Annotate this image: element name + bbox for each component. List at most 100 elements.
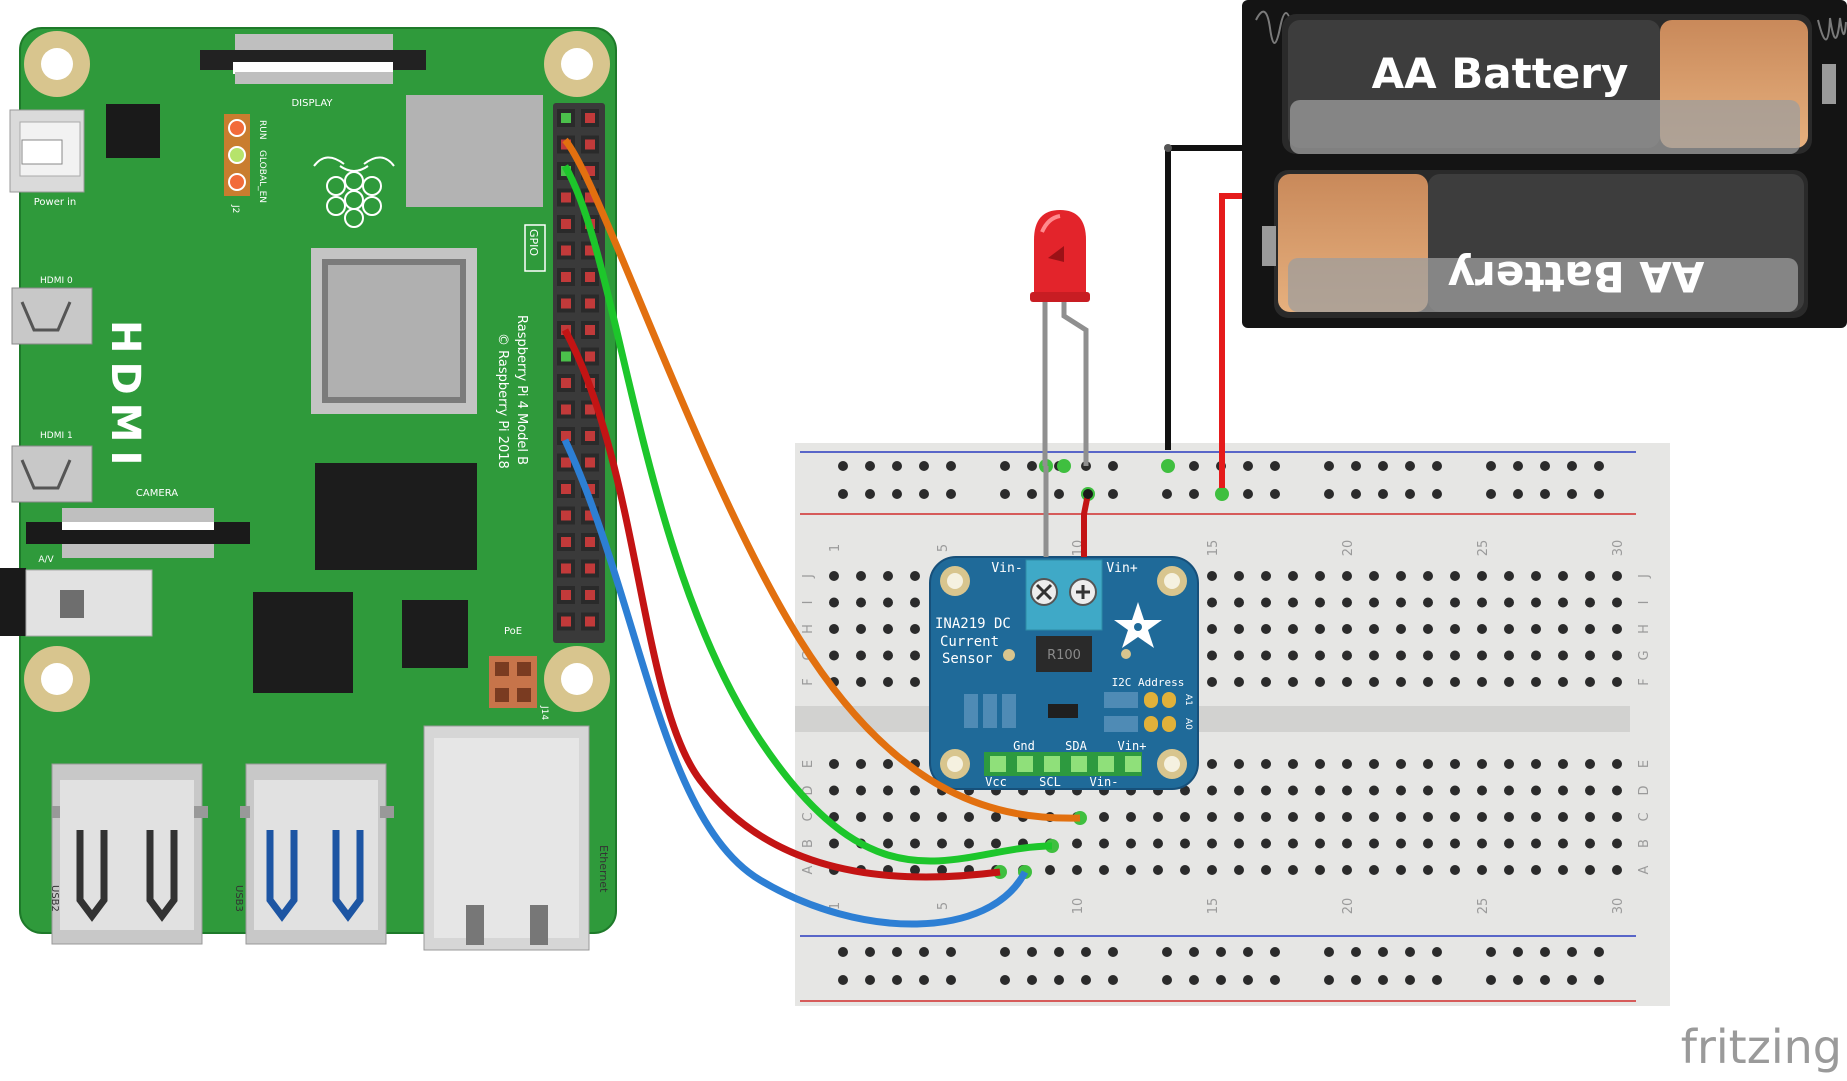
wire-green-sda [561, 164, 1053, 865]
breadboard-hole [1261, 624, 1271, 634]
breadboard-hole [1369, 759, 1379, 769]
breadboard-hole [910, 838, 920, 849]
breadboard-hole [1207, 865, 1217, 875]
breadboard-hole [1234, 785, 1244, 796]
breadboard-hole [1513, 461, 1523, 471]
breadboard-row-label: B [801, 839, 816, 848]
breadboard-hole [1351, 461, 1361, 471]
gpio-pin-pad [561, 484, 571, 494]
breadboard-hole [883, 650, 893, 661]
breadboard-hole [1261, 812, 1271, 822]
breadboard-hole [1288, 571, 1298, 581]
breadboard-hole [1081, 975, 1091, 985]
breadboard-hole [1477, 650, 1487, 661]
status-leds: RUN GLOBAL_EN J2 [224, 114, 267, 213]
breadboard-hole [1531, 759, 1541, 769]
breadboard-hole [1054, 947, 1064, 957]
breadboard-hole [1585, 597, 1595, 608]
breadboard-hole [1504, 677, 1514, 687]
connected-hole [1215, 487, 1229, 501]
breadboard-hole [1207, 785, 1217, 796]
hdmi1-label: HDMI 1 [40, 431, 73, 441]
breadboard-hole [1450, 838, 1460, 849]
display-label: DISPLAY [291, 98, 333, 109]
gpio-pin-pad [561, 616, 571, 627]
breadboard-column-label: 30 [1611, 540, 1626, 557]
gpio-pin-pad [561, 431, 571, 441]
breadboard-hole [1000, 975, 1010, 985]
breadboard-hole [1567, 489, 1577, 499]
breadboard-hole [1396, 785, 1406, 796]
breadboard-hole [1612, 597, 1622, 608]
breadboard-hole [1234, 624, 1244, 634]
led-jumper-wire [1081, 493, 1091, 557]
fritzing-logo: fritzing [1681, 1020, 1842, 1074]
breadboard-hole [1504, 571, 1514, 581]
breadboard-hole [829, 785, 839, 796]
breadboard-hole [1369, 785, 1379, 796]
breadboard-row-label: I [801, 601, 816, 605]
breadboard-hole [1486, 489, 1496, 499]
usb3-label: USB3 [233, 885, 244, 912]
breadboard-hole [1207, 677, 1217, 687]
breadboard-hole [1504, 785, 1514, 796]
breadboard-hole [1342, 865, 1352, 875]
breadboard-hole [1558, 597, 1568, 608]
breadboard-hole [919, 975, 929, 985]
breadboard-hole [1027, 947, 1037, 957]
breadboard-hole [1585, 677, 1595, 687]
breadboard-hole [1531, 812, 1541, 822]
breadboard-row-label: J [801, 574, 816, 579]
breadboard-hole [865, 489, 875, 499]
battery-bottom-label: AA Battery [1448, 252, 1705, 301]
breadboard-hole [1567, 947, 1577, 957]
usb2-label: USB2 [49, 885, 60, 912]
pi-mounting-holes [24, 31, 610, 712]
breadboard-hole [1477, 759, 1487, 769]
breadboard-hole [883, 677, 893, 687]
breadboard-hole [1396, 650, 1406, 661]
j2-label: J2 [230, 204, 240, 213]
breadboard-hole [1585, 759, 1595, 769]
breadboard-hole [1432, 461, 1442, 471]
breadboard-hole [1450, 624, 1460, 634]
breadboard-hole [1567, 975, 1577, 985]
poe-header: PoE J14 [489, 626, 549, 720]
breadboard-hole [1477, 571, 1487, 581]
breadboard-hole [910, 571, 920, 581]
breadboard-row-label: E [1637, 760, 1652, 768]
ethernet-chip [402, 600, 468, 668]
resistor-label: R100 [1047, 648, 1081, 663]
breadboard-hole [1531, 677, 1541, 687]
breadboard-hole [1396, 865, 1406, 875]
breadboard-hole [1000, 947, 1010, 957]
breadboard-hole [1378, 461, 1388, 471]
breadboard-hole [1189, 975, 1199, 985]
breadboard-hole [1288, 785, 1298, 796]
global-en-label: GLOBAL_EN [257, 150, 267, 203]
breadboard-row-label: J [1637, 574, 1652, 579]
breadboard-hole [1315, 812, 1325, 822]
breadboard-hole [1369, 597, 1379, 608]
vin-plus-top-label: Vin+ [1106, 561, 1137, 576]
breadboard-hole [1189, 947, 1199, 957]
breadboard-column-label: 1 [828, 902, 843, 910]
breadboard-hole [829, 624, 839, 634]
breadboard-hole [1180, 785, 1190, 796]
breadboard-hole [1342, 624, 1352, 634]
breadboard-hole [937, 812, 947, 822]
breadboard-hole [1585, 838, 1595, 849]
breadboard-hole [919, 489, 929, 499]
wire-blue-ground [561, 438, 1029, 928]
poe-label: PoE [504, 626, 522, 637]
breadboard-hole [1432, 947, 1442, 957]
breadboard-hole [1423, 785, 1433, 796]
breadboard-hole [1342, 597, 1352, 608]
breadboard-column-label: 25 [1476, 898, 1491, 915]
breadboard-column-label: 15 [1206, 898, 1221, 915]
breadboard-column-label: 20 [1341, 540, 1356, 557]
breadboard-hole [937, 838, 947, 849]
breadboard-hole [964, 812, 974, 822]
